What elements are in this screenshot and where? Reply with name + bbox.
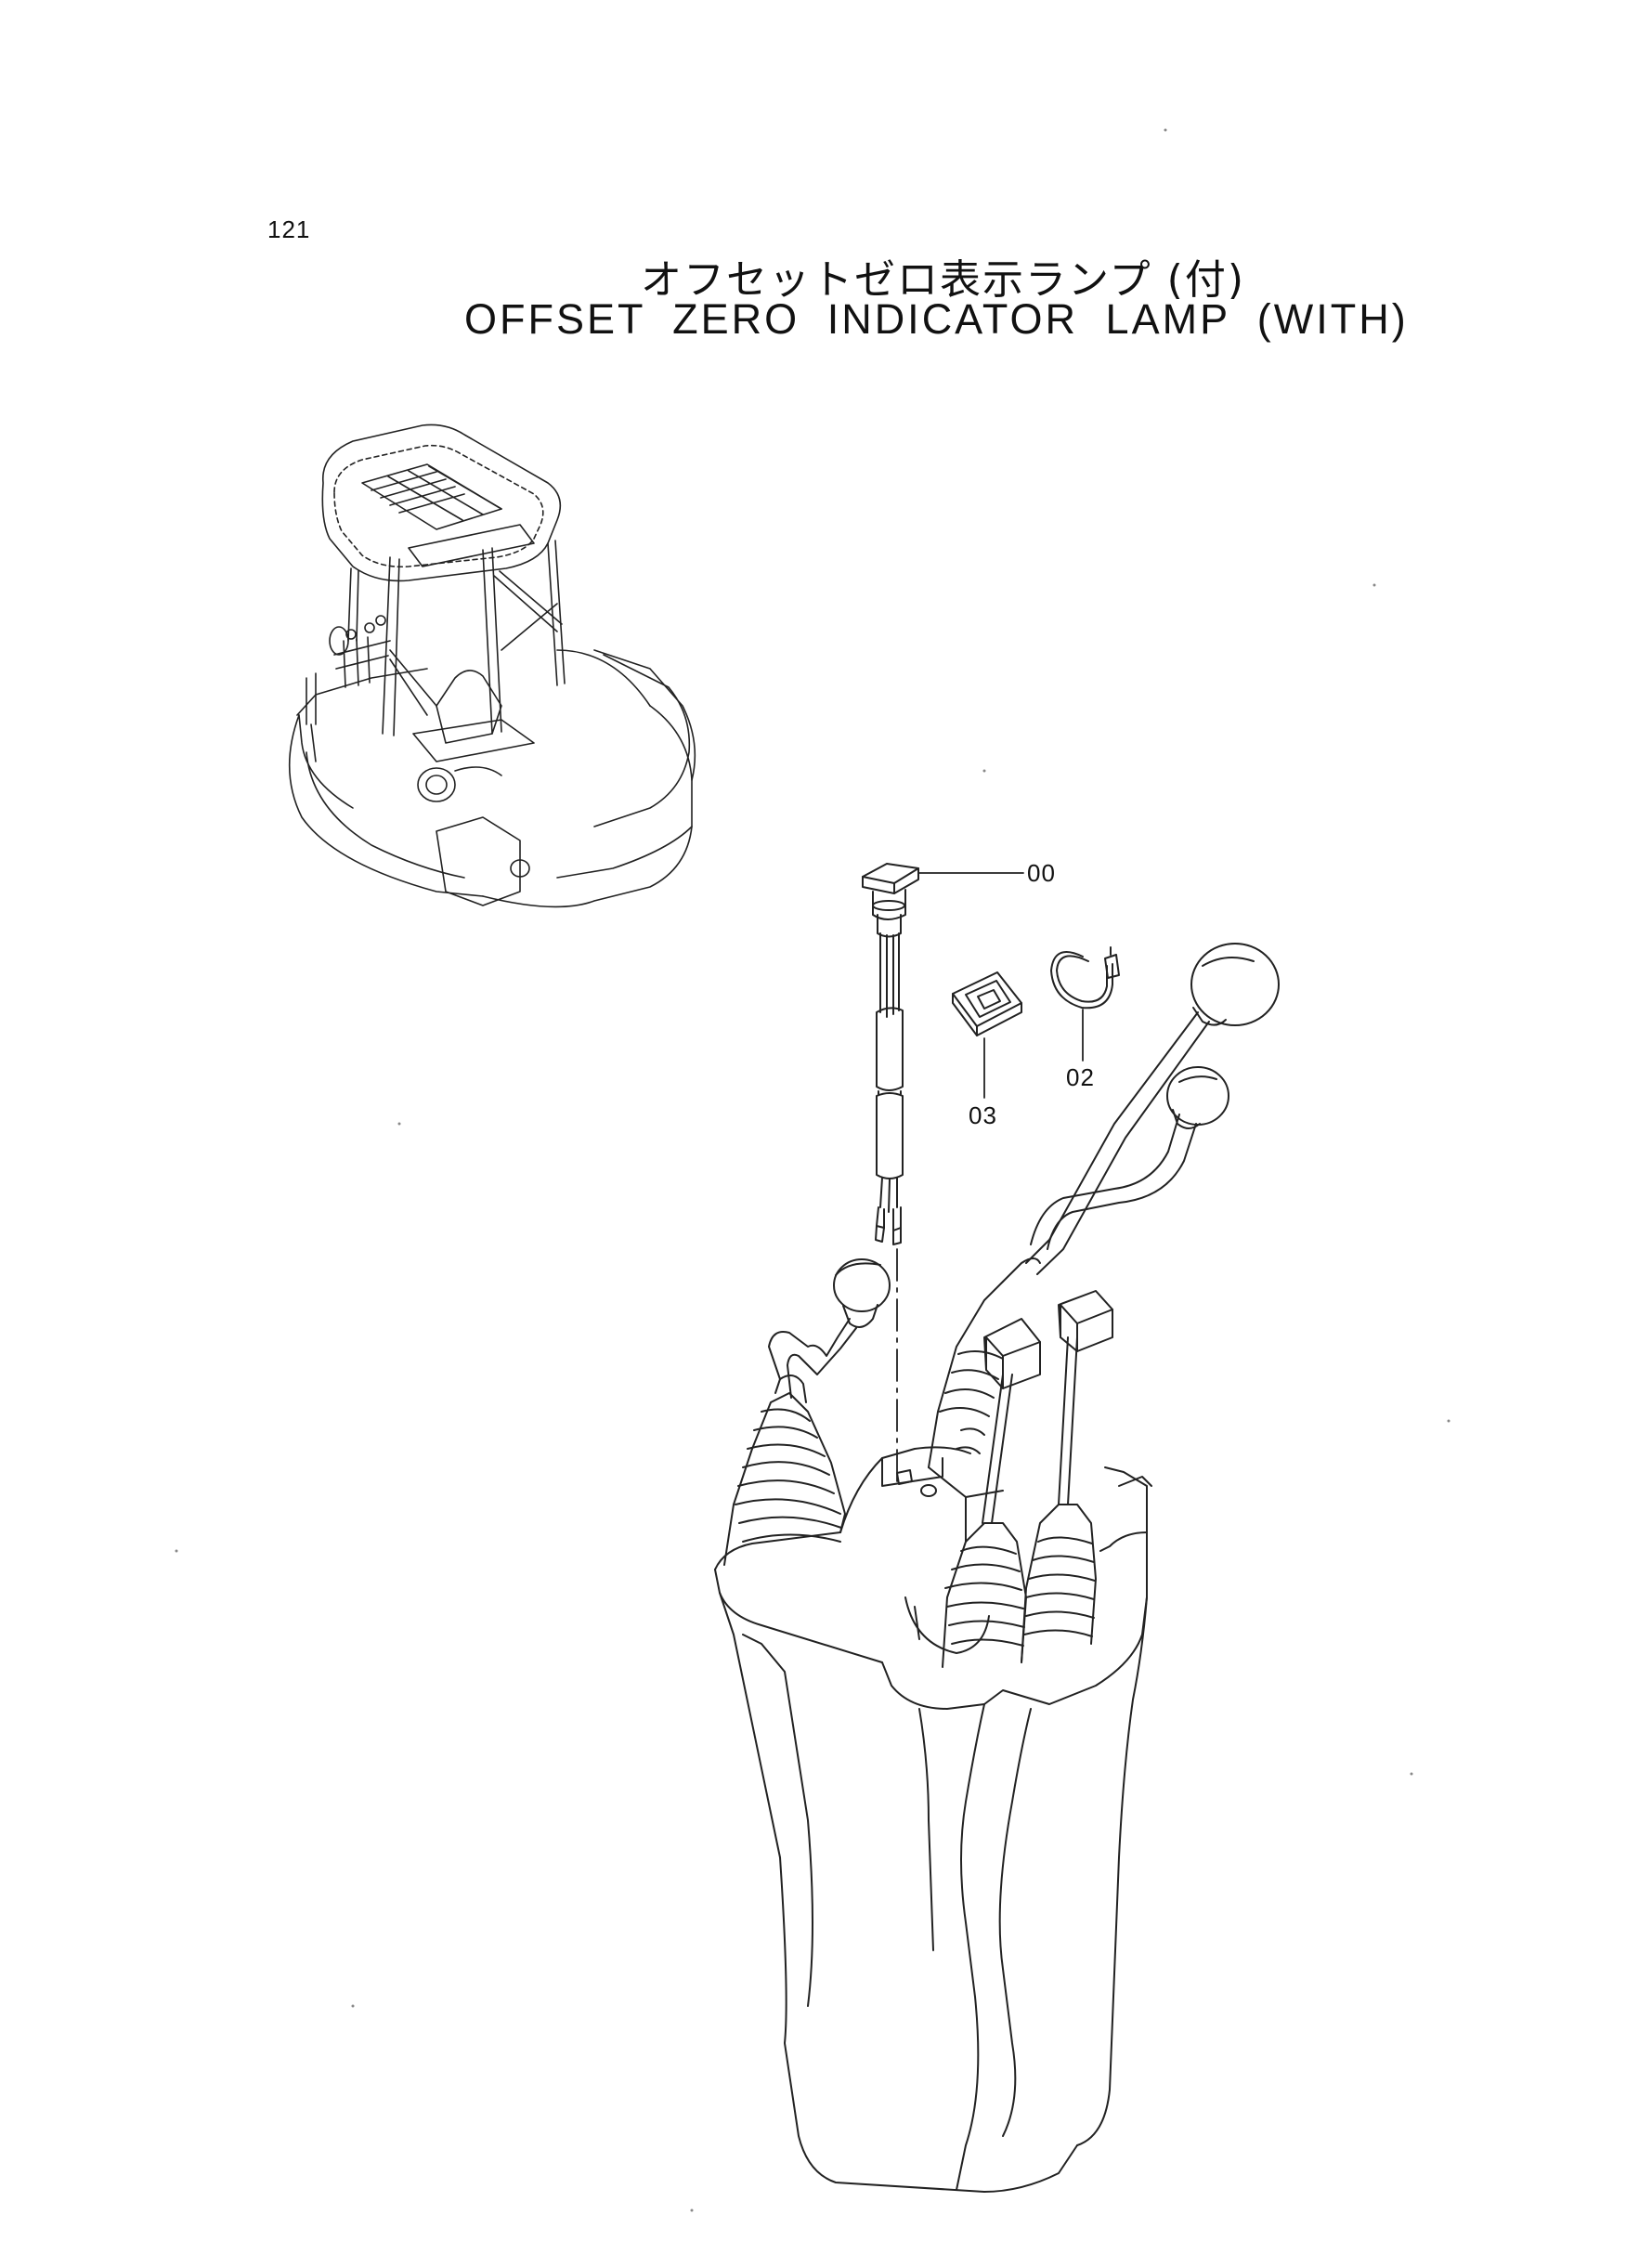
cable-tie-part [1050,946,1120,1010]
callout-grommet: 03 [969,1101,997,1129]
control-console-illustration [714,943,1280,2193]
machine-overview-illustration [288,423,696,908]
title-japanese: オフセットゼロ表示ランプ (付) [641,256,1245,304]
grommet-part [952,971,1022,1036]
title-english: OFFSET ZERO INDICATOR LAMP (WITH) [464,295,1409,343]
scan-specks [175,128,1450,2212]
page-number: 121 [267,215,311,243]
indicator-lamp-part [862,863,919,1245]
callout-lamp: 00 [1027,859,1056,887]
callout-cable-tie: 02 [1066,1063,1095,1091]
